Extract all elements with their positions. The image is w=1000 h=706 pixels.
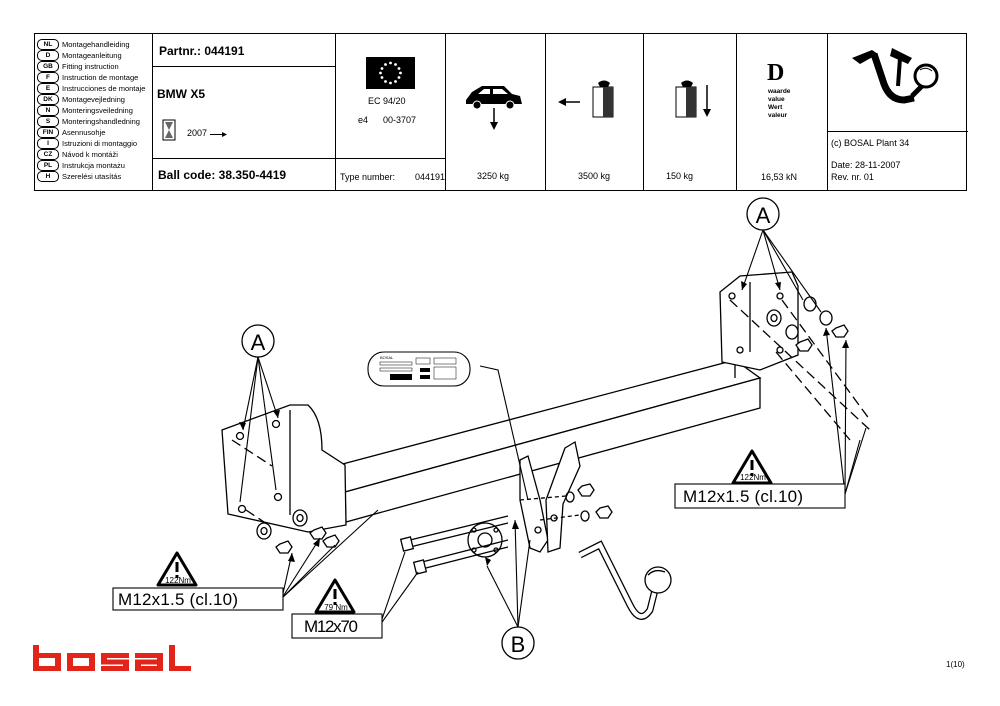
model-year: 2007 <box>187 128 208 138</box>
bolt-spec-right: M12x1.5 (cl.10) <box>683 487 803 506</box>
approval-number: 00-3707 <box>383 115 417 125</box>
divider <box>335 158 445 159</box>
torque-bottom: 79 Nm <box>324 603 348 612</box>
divider <box>445 34 446 190</box>
torque-right: 122Nm <box>740 473 766 482</box>
type-number-label: Type number: <box>340 172 396 182</box>
callout-b-label: B <box>511 632 526 657</box>
svg-text:BOSAL: BOSAL <box>380 355 394 360</box>
right-bracket <box>719 271 799 371</box>
divider <box>545 34 546 190</box>
bolt-spec-left: M12x1.5 (cl.10) <box>118 590 238 609</box>
divider <box>643 34 644 190</box>
id-plate: BOSAL <box>367 351 471 387</box>
ec-directive: EC 94/20 <box>368 96 406 106</box>
vertical-load-icon <box>675 80 711 118</box>
revision-number: Rev. nr. 01 <box>831 172 874 182</box>
divider <box>335 34 336 190</box>
towbar-product-icon <box>852 48 939 104</box>
divider <box>152 66 335 67</box>
e4-mark: e4 <box>358 115 369 125</box>
divider <box>827 131 968 132</box>
left-bracket <box>221 404 347 533</box>
hitch-plate-right <box>545 440 581 553</box>
d-value-letter: D <box>767 60 785 86</box>
vehicle-model: BMW X5 <box>157 87 205 101</box>
divider <box>827 34 828 190</box>
spec-d-value: 16,53 kN <box>761 172 798 182</box>
divider <box>736 34 737 190</box>
doc-date: Date: 28-11-2007 <box>831 160 901 170</box>
hourglass-icon <box>162 119 176 141</box>
spec-vertical-load: 150 kg <box>666 171 694 181</box>
arrow-right-icon <box>210 132 227 137</box>
callout-a-right-label: A <box>756 203 771 228</box>
torque-left: 122Nm <box>165 576 191 585</box>
divider <box>152 158 335 159</box>
callout-a-left-label: A <box>251 330 266 355</box>
bolt-spec-bottom: M12x70 <box>304 617 358 636</box>
tow-ball <box>644 566 672 594</box>
type-number-value: 044191 <box>415 172 446 182</box>
bosal-logo <box>33 645 191 671</box>
ball-code: Ball code: 38.350-4419 <box>158 168 287 182</box>
part-number: Partnr.: 044191 <box>159 44 245 58</box>
spec-trailer-mass: 3500 kg <box>578 171 611 181</box>
company-name: (c) BOSAL Plant 34 <box>831 138 910 148</box>
divider <box>152 34 153 190</box>
eu-flag-icon <box>366 57 415 89</box>
page-number: 1(10) <box>946 660 965 669</box>
spec-towing-mass: 3250 kg <box>477 171 510 181</box>
car-mass-icon <box>466 86 522 130</box>
trailer-weight-icon <box>558 80 614 118</box>
